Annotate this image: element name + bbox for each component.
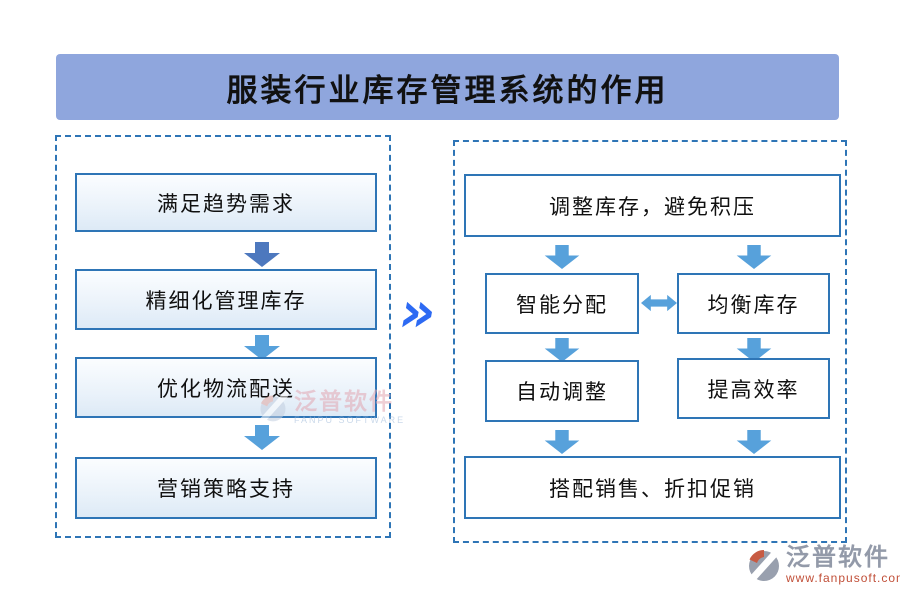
flow-box-auto-adjust: 自动调整 [485,360,639,422]
down-arrow-icon [736,245,772,269]
fanpu-logo-icon [258,391,288,424]
watermark-subtitle: FANPU SOFTWARE [294,415,406,425]
flow-label: 搭配销售、折扣促销 [549,476,756,501]
watermark-name: 泛普软件 [294,389,394,414]
chevron-right-icon: » [399,280,436,345]
flow-label: 自动调整 [516,380,608,404]
step-box-marketing: 营销策略支持 [75,457,377,519]
flow-label: 调整库存，避免积压 [549,194,756,219]
step-label: 营销策略支持 [157,477,295,501]
step-box-refined-management: 精细化管理库存 [75,269,377,330]
flow-box-balanced-inventory: 均衡库存 [677,273,830,334]
step-label: 精细化管理库存 [145,288,307,313]
down-arrow-icon [244,242,280,267]
step-label: 满足趋势需求 [157,191,295,216]
flow-box-bundle-discount: 搭配销售、折扣促销 [464,456,841,519]
down-arrow-icon [244,335,280,360]
down-arrow-icon [244,425,280,450]
down-arrow-icon [736,430,772,454]
down-arrow-icon [544,338,580,362]
fanpu-logo-icon [746,546,782,584]
down-arrow-icon [544,430,580,454]
watermark: 泛普软件 FANPU SOFTWARE [258,390,405,425]
flow-box-smart-allocation: 智能分配 [485,273,639,334]
step-box-trend-demand: 满足趋势需求 [75,173,377,232]
brand-url: www.fanpusoft.com [786,571,900,585]
down-arrow-icon [736,338,772,362]
page-title: 服装行业库存管理系统的作用 [226,72,669,108]
flow-box-adjust-inventory: 调整库存，避免积压 [464,174,841,237]
step-box-logistics: 优化物流配送 [75,357,377,418]
flow-label: 智能分配 [516,292,608,317]
right-flow-panel: 调整库存，避免积压 智能分配 均衡库存 自动调整 提高效率 [453,140,847,543]
brand-name: 泛普软件 [786,545,890,571]
left-flow-panel: 满足趋势需求 精细化管理库存 优化物流配送 营销策略支持 [55,135,391,538]
brand-logo: 泛普软件 www.fanpusoft.com [746,546,900,584]
flow-box-improve-efficiency: 提高效率 [677,358,830,419]
left-right-arrow-icon [641,294,677,312]
flow-label: 均衡库存 [707,292,800,317]
flow-label: 提高效率 [707,377,800,402]
title-bar: 服装行业库存管理系统的作用 [56,54,839,120]
down-arrow-icon [544,245,580,269]
